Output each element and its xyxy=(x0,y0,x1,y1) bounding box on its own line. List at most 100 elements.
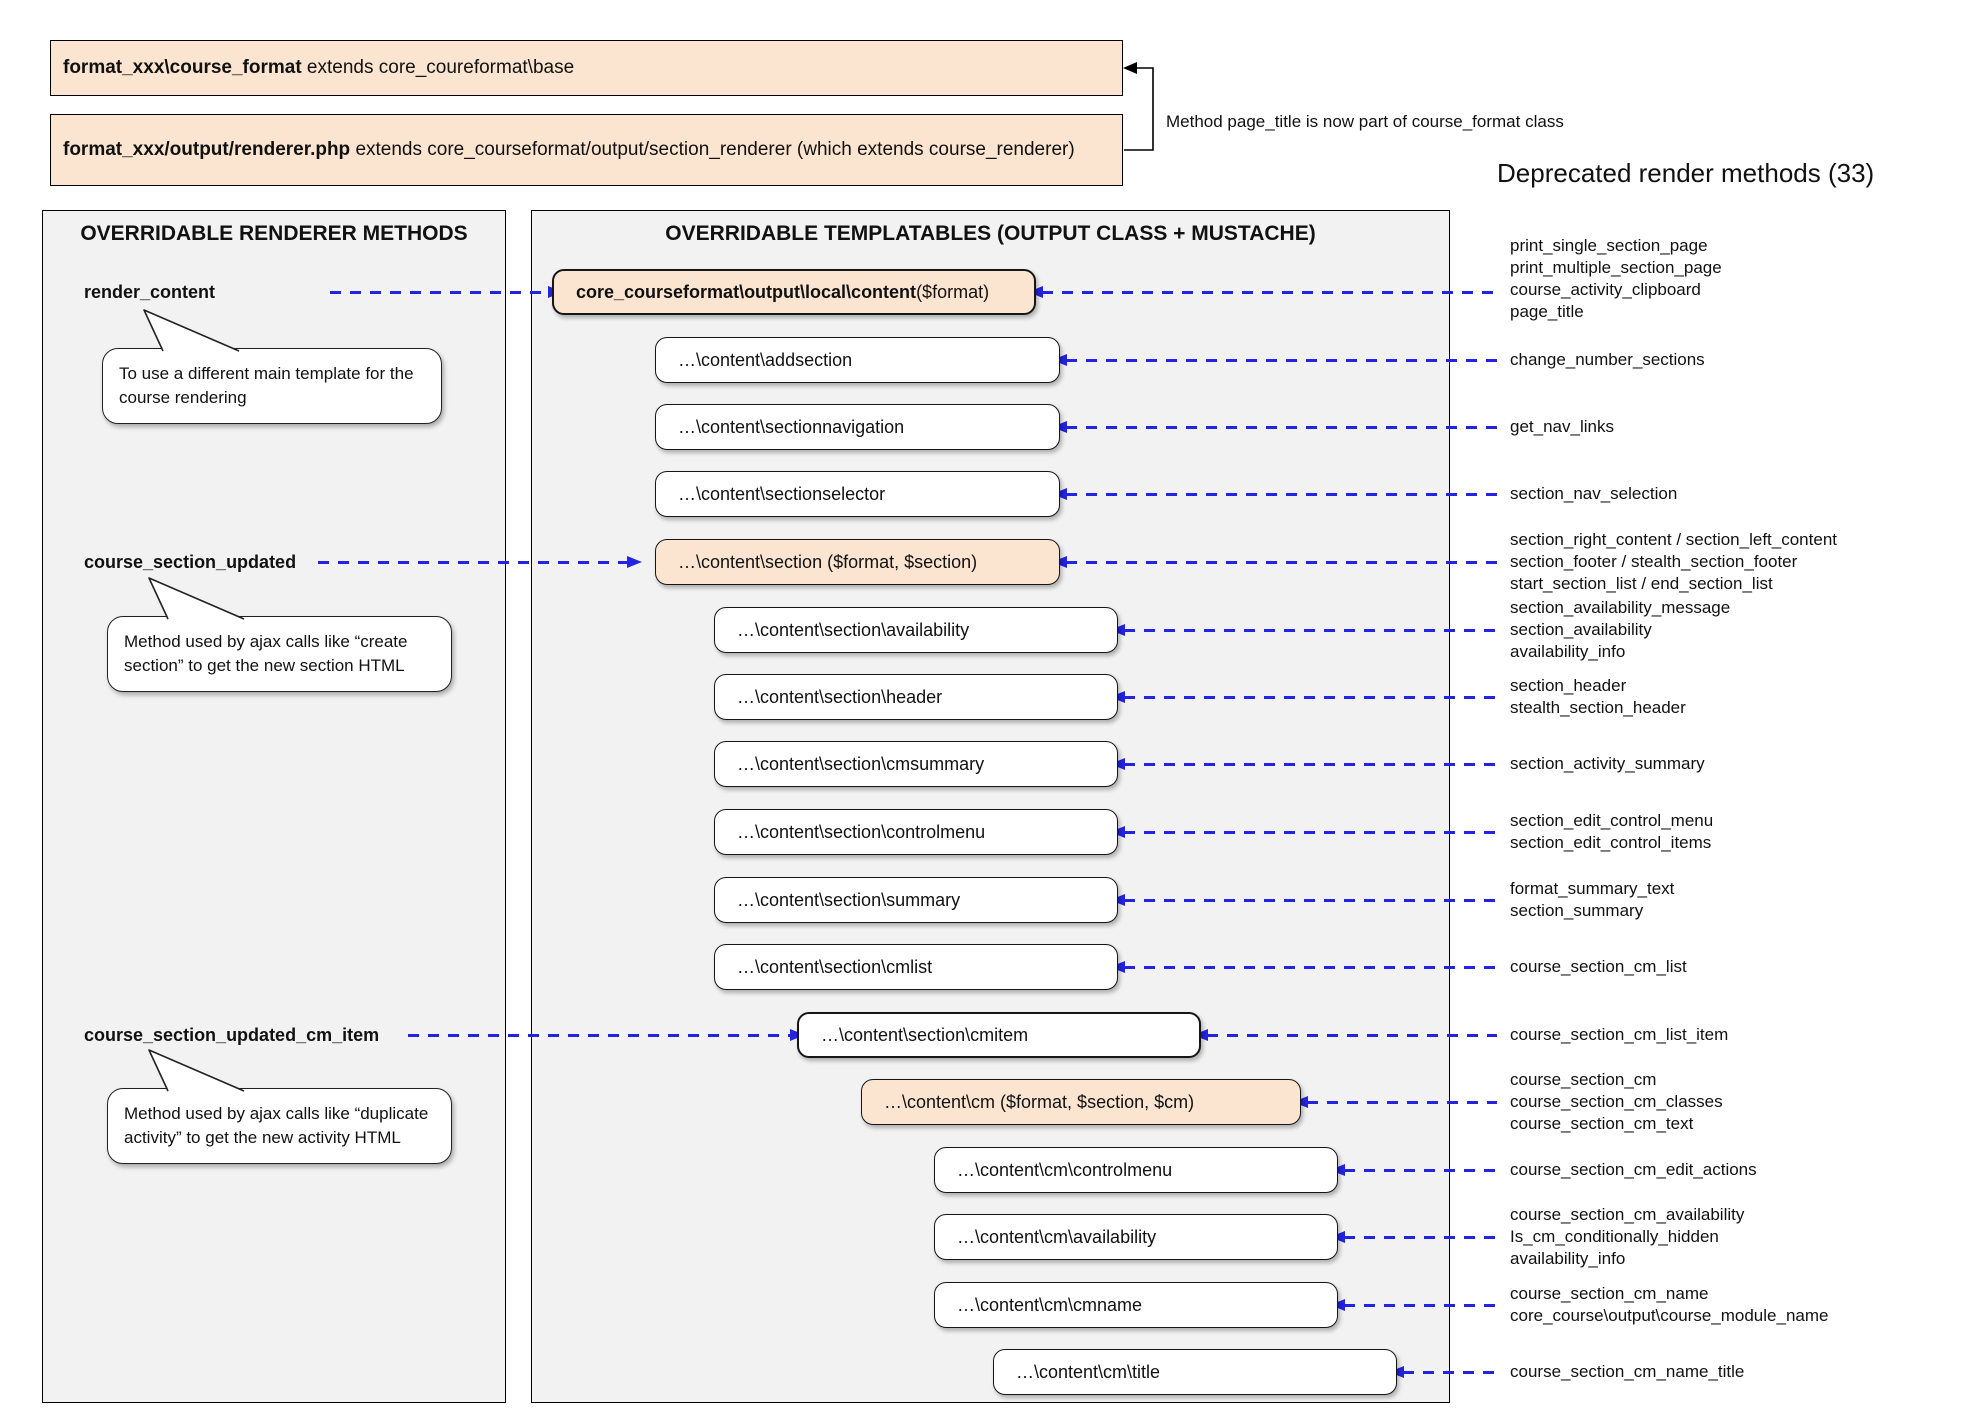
method-label: render_content xyxy=(84,282,216,302)
deprecated-arrow xyxy=(1052,353,1497,366)
top-renderer-box: format_xxx/output/renderer.php extends c… xyxy=(50,114,1123,186)
deprecated-method-item: section_activity_summary xyxy=(1510,754,1705,773)
method-note-text: Method used by ajax calls like “duplicat… xyxy=(124,1104,429,1147)
templatable-box: …\content\cm\title xyxy=(993,1349,1397,1395)
deprecated-title: Deprecated render methods (33) xyxy=(1497,158,1875,188)
bubble-pointer-icon xyxy=(148,1049,245,1092)
deprecated-method-item: course_section_cm_edit_actions xyxy=(1510,1160,1757,1179)
deprecated-arrow xyxy=(1052,487,1497,500)
deprecated-method-item: course_activity_clipboard xyxy=(1510,280,1701,299)
deprecated-arrow xyxy=(1389,1365,1497,1378)
deprecated-method-item: section_right_content / section_left_con… xyxy=(1510,530,1837,549)
method-arrow xyxy=(318,555,642,568)
deprecated-arrow xyxy=(1110,623,1497,636)
deprecated-method-item: Is_cm_conditionally_hidden xyxy=(1510,1227,1719,1246)
deprecated-method-item: core_course\output\course_module_name xyxy=(1510,1306,1829,1325)
deprecated-method-item: section_edit_control_menu xyxy=(1510,811,1714,830)
deprecated-arrow xyxy=(1330,1230,1497,1243)
bubble-pointer-icon xyxy=(148,577,245,620)
deprecated-method-item: course_section_cm_text xyxy=(1510,1114,1694,1133)
bracket-note: Method page_title is now part of course_… xyxy=(1166,112,1564,131)
deprecated-method-group: section_nav_selection xyxy=(1510,483,1677,505)
deprecated-method-item: section_availability_message xyxy=(1510,598,1731,617)
deprecated-method-item: section_summary xyxy=(1510,901,1644,920)
top-class-box: format_xxx\course_format extends core_co… xyxy=(50,40,1123,96)
templatable-box-args: ($format) xyxy=(916,281,990,302)
deprecated-method-group: format_summary_text section_summary xyxy=(1510,878,1674,922)
method-note-bubble: To use a different main template for the… xyxy=(102,309,442,424)
deprecated-method-item: course_section_cm_availability xyxy=(1510,1205,1745,1224)
deprecated-arrow xyxy=(1330,1298,1497,1311)
method-note-text: To use a different main template for the… xyxy=(119,364,414,407)
deprecated-method-item: print_single_section_page xyxy=(1510,236,1708,255)
deprecated-method-item: availability_info xyxy=(1510,1249,1626,1268)
deprecated-arrow xyxy=(1110,960,1497,973)
templatable-box: …\content\section\header xyxy=(714,674,1118,720)
templatable-box: …\content\section\cmsummary xyxy=(714,741,1118,787)
deprecated-method-item: course_section_cm_list_item xyxy=(1510,1025,1729,1044)
renderer-methods-panel-title: OVERRIDABLE RENDERER METHODS xyxy=(80,222,468,245)
top-renderer-box-text: format_xxx/output/renderer.php extends c… xyxy=(63,138,1075,160)
templatable-box: …\content\addsection xyxy=(655,337,1060,383)
templatable-box: …\content\section\summary xyxy=(714,877,1118,923)
templatable-box: …\content\cm\controlmenu xyxy=(934,1147,1338,1193)
arrowhead-right-icon xyxy=(627,555,642,568)
method-label: course_section_updated xyxy=(84,552,297,572)
deprecated-method-group: course_section_cm_list_item xyxy=(1510,1024,1728,1046)
deprecated-method-item: section_nav_selection xyxy=(1510,484,1678,503)
deprecated-arrow xyxy=(1052,555,1497,568)
templatable-box: …\content\sectionselector xyxy=(655,471,1060,517)
top-class-box-text: format_xxx\course_format extends core_co… xyxy=(63,56,575,78)
deprecated-method-item: course_section_cm xyxy=(1510,1070,1657,1089)
deprecated-method-item: section_header xyxy=(1510,676,1627,695)
templatable-box: …\content\cm\availability xyxy=(934,1214,1338,1260)
bracket-connector xyxy=(1123,62,1154,151)
deprecated-method-group: section_activity_summary xyxy=(1510,753,1705,775)
templatable-box-class: core_courseformat\output\local\content xyxy=(576,281,917,302)
deprecated-method-group: course_section_cm_name_title xyxy=(1510,1361,1744,1383)
deprecated-arrow xyxy=(1293,1095,1497,1108)
templatables-panel-title: OVERRIDABLE TEMPLATABLES (OUTPUT CLASS +… xyxy=(665,222,1316,245)
method-note-text: Method used by ajax calls like “create s… xyxy=(124,632,408,675)
deprecated-method-item: format_summary_text xyxy=(1510,879,1675,898)
templatable-box: …\content\section ($format, $section) xyxy=(655,539,1060,585)
templatable-box: core_courseformat\output\local\content (… xyxy=(552,269,1036,315)
deprecated-arrow xyxy=(1028,285,1497,298)
deprecated-arrow xyxy=(1330,1163,1497,1176)
deprecated-method-item: section_footer / stealth_section_footer xyxy=(1510,552,1798,571)
method-arrow xyxy=(330,285,563,298)
deprecated-arrow xyxy=(1110,690,1497,703)
bracket-arrowhead xyxy=(1123,62,1137,74)
deprecated-method-item: course_section_cm_name_title xyxy=(1510,1362,1745,1381)
deprecated-method-item: section_edit_control_items xyxy=(1510,833,1712,852)
deprecated-method-group: get_nav_links xyxy=(1510,416,1614,438)
deprecated-arrow xyxy=(1193,1028,1497,1041)
templatable-box: …\content\cm ($format, $section, $cm) xyxy=(861,1079,1301,1125)
deprecated-arrow xyxy=(1110,825,1497,838)
deprecated-method-group: section_header stealth_section_header xyxy=(1510,675,1686,719)
templatable-box: …\content\section\availability xyxy=(714,607,1118,653)
templatable-box: …\content\sectionnavigation xyxy=(655,404,1060,450)
method-label: course_section_updated_cm_item xyxy=(84,1025,380,1045)
deprecated-arrow xyxy=(1110,757,1497,770)
deprecated-method-group: course_section_cm_list xyxy=(1510,956,1687,978)
deprecated-method-group: section_edit_control_menu section_edit_co… xyxy=(1510,810,1713,854)
bubble-pointer-icon xyxy=(143,309,240,352)
deprecated-method-item: availability_info xyxy=(1510,642,1626,661)
deprecated-method-item: get_nav_links xyxy=(1510,417,1614,436)
deprecated-method-item: stealth_section_header xyxy=(1510,698,1686,717)
method-note-bubble: Method used by ajax calls like “duplicat… xyxy=(107,1049,452,1164)
deprecated-method-group: change_number_sections xyxy=(1510,349,1705,371)
method-arrow xyxy=(408,1028,805,1041)
deprecated-method-item: change_number_sections xyxy=(1510,350,1705,369)
deprecated-arrow xyxy=(1110,893,1497,906)
deprecated-method-item: start_section_list / end_section_list xyxy=(1510,574,1773,593)
deprecated-method-group: course_section_cm_edit_actions xyxy=(1510,1159,1757,1181)
templatable-box: …\content\section\cmitem xyxy=(797,1012,1201,1058)
